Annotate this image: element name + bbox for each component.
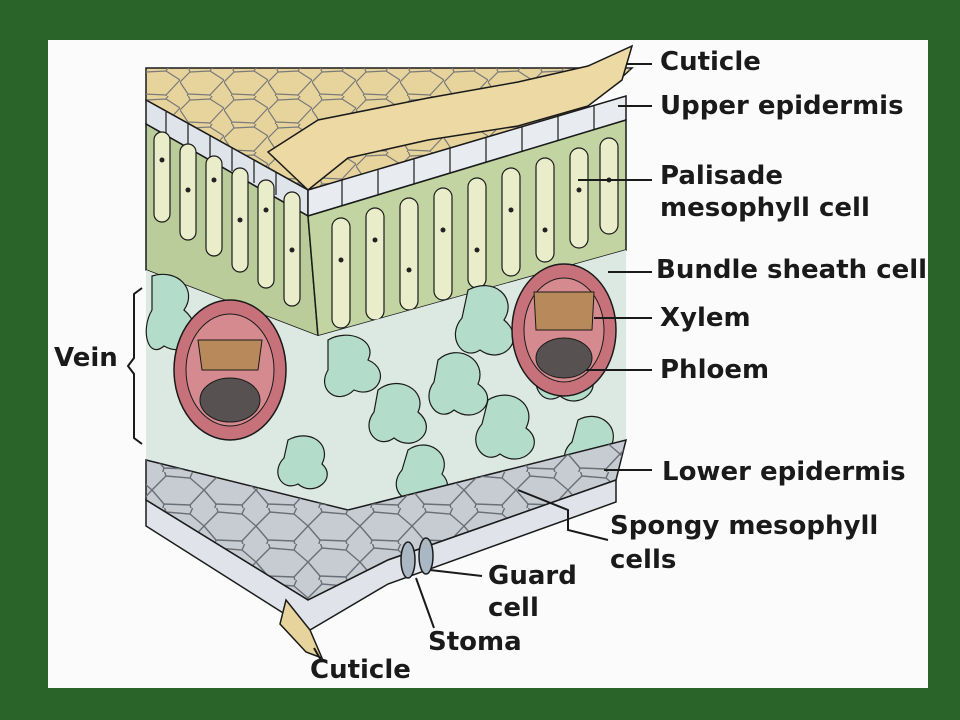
label-bundle-sheath: Bundle sheath cell bbox=[656, 255, 928, 285]
label-vein: Vein bbox=[54, 343, 118, 373]
leader-stoma bbox=[415, 577, 435, 629]
label-stoma: Stoma bbox=[428, 627, 522, 657]
stoma-guard-cells bbox=[400, 537, 434, 579]
label-lower-epidermis: Lower epidermis bbox=[662, 457, 906, 487]
label-xylem: Xylem bbox=[660, 303, 751, 333]
leader-guard-cell bbox=[429, 569, 483, 577]
label-palisade-line1: Palisade bbox=[660, 161, 783, 191]
label-spongy-line1: Spongy mesophyll bbox=[610, 511, 879, 541]
upper-epidermis-cells bbox=[165, 106, 595, 206]
chloroplast-dots bbox=[159, 157, 612, 273]
leader-spongy bbox=[517, 489, 609, 541]
leader-cuticle-bottom bbox=[313, 647, 323, 663]
leader-lines bbox=[313, 63, 652, 663]
bottom-cuticle-flap bbox=[279, 598, 324, 660]
leaf-cross-section-panel: Cuticle Upper epidermis Palisade mesophy… bbox=[48, 40, 928, 688]
label-guard-line1: Guard bbox=[488, 561, 577, 591]
lower-epidermis-cells bbox=[146, 440, 626, 600]
label-cuticle-top: Cuticle bbox=[660, 47, 761, 77]
leaf-illustration bbox=[126, 44, 652, 663]
spongy-cells bbox=[145, 273, 616, 502]
label-palisade-line2: mesophyll cell bbox=[660, 193, 870, 223]
label-guard-line2: cell bbox=[488, 593, 539, 623]
vein-bracket bbox=[126, 287, 143, 445]
lower-epidermis-edge bbox=[145, 478, 617, 631]
vein-right bbox=[511, 263, 617, 397]
label-cuticle-bottom: Cuticle bbox=[310, 655, 411, 685]
label-spongy-line2: cells bbox=[610, 545, 677, 575]
vein-left bbox=[173, 299, 287, 441]
label-upper-epidermis: Upper epidermis bbox=[660, 91, 904, 121]
label-phloem: Phloem bbox=[660, 355, 770, 385]
